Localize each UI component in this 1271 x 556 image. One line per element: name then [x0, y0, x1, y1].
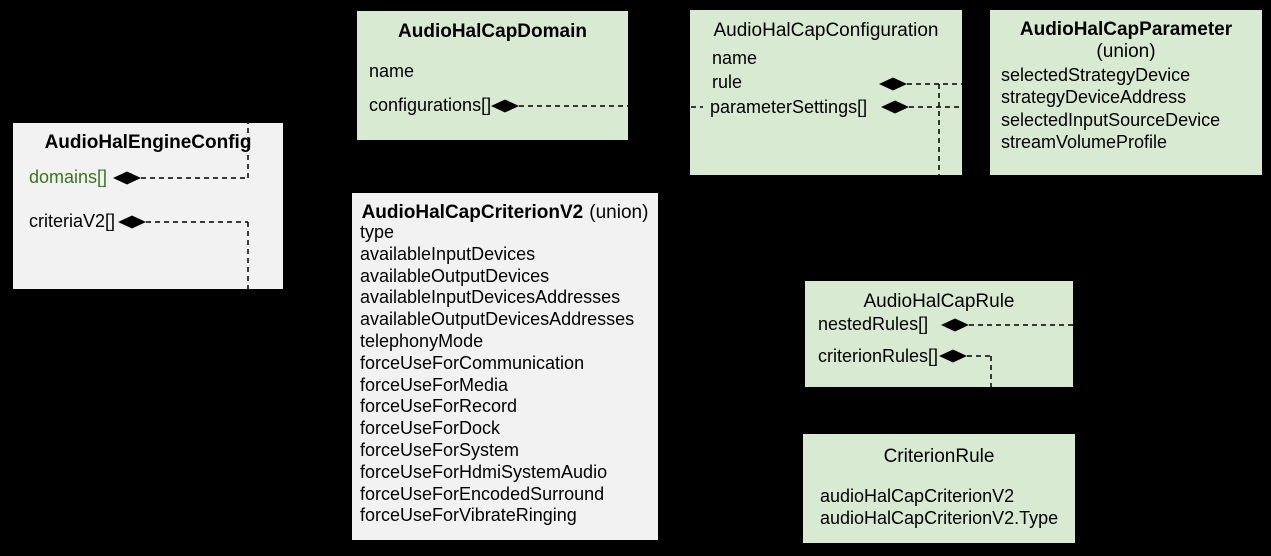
- cap-parameter-subtitle: (union): [1096, 41, 1156, 62]
- field-domains: domains[]: [29, 167, 108, 187]
- field-parameter-settings: parameterSettings[]: [710, 97, 868, 117]
- box-audio-hal-cap-configuration: AudioHalCapConfiguration name rule param…: [690, 10, 962, 175]
- cap-domain-title: AudioHalCapDomain: [398, 21, 587, 42]
- field-rule: rule: [712, 72, 743, 92]
- field-available-output-devices: availableOutputDevices: [360, 265, 550, 286]
- field-available-input-devices: availableInputDevices: [360, 243, 536, 264]
- criterion-rule-title: CriterionRule: [883, 446, 995, 467]
- field-force-use-for-communication: forceUseForCommunication: [360, 352, 585, 373]
- cap-parameter-field-list: selectedStrategyDevice strategyDeviceAdd…: [1001, 64, 1220, 154]
- cap-criterion-v2-field-list: type availableInputDevices availableOutp…: [360, 222, 634, 527]
- box-audio-hal-engine-config: AudioHalEngineConfig domains[] criteriaV…: [13, 123, 283, 289]
- field-force-use-for-record: forceUseForRecord: [360, 396, 518, 417]
- field-name: name: [369, 61, 415, 81]
- field-type: type: [360, 222, 395, 242]
- criterion-rule-field-list: audioHalCapCriterionV2 audioHalCapCriter…: [820, 485, 1058, 530]
- box-audio-hal-cap-criterion-v2: AudioHalCapCriterionV2(union) type avail…: [352, 193, 658, 540]
- box-audio-hal-cap-rule: AudioHalCapRule nestedRules[] criterionR…: [805, 281, 1073, 387]
- field-force-use-for-hdmi-system-audio: forceUseForHdmiSystemAudio: [360, 461, 608, 482]
- field-force-use-for-system: forceUseForSystem: [360, 439, 520, 460]
- cap-criterion-v2-title: AudioHalCapCriterionV2(union): [352, 202, 658, 224]
- engine-config-title: AudioHalEngineConfig: [44, 132, 252, 153]
- field-available-input-devices-addresses: availableInputDevicesAddresses: [360, 287, 621, 308]
- field-selected-input-source-device: selectedInputSourceDevice: [1001, 109, 1221, 130]
- field-criterion-rules: criterionRules[]: [818, 346, 939, 366]
- cap-criterion-v2-title-name: AudioHalCapCriterionV2: [361, 202, 584, 223]
- field-force-use-for-encoded-surround: forceUseForEncodedSurround: [360, 483, 605, 504]
- box-audio-hal-cap-domain: AudioHalCapDomain name configurations[]: [357, 11, 628, 140]
- field-available-output-devices-addresses: availableOutputDevicesAddresses: [360, 309, 635, 330]
- field-criteria-v2: criteriaV2[]: [29, 211, 116, 231]
- field-selected-strategy-device: selectedStrategyDevice: [1001, 65, 1191, 85]
- box-criterion-rule: CriterionRule audioHalCapCriterionV2 aud…: [803, 434, 1075, 543]
- cap-criterion-v2-title-union: (union): [589, 202, 649, 223]
- field-configurations: configurations[]: [369, 95, 492, 115]
- cap-configuration-title: AudioHalCapConfiguration: [713, 20, 939, 41]
- cap-parameter-title: AudioHalCapParameter: [1019, 19, 1233, 40]
- field-audio-hal-cap-criterion-v2: audioHalCapCriterionV2: [820, 486, 1015, 506]
- field-strategy-device-address: strategyDeviceAddress: [1001, 87, 1187, 108]
- field-force-use-for-dock: forceUseForDock: [360, 418, 501, 439]
- field-force-use-for-media: forceUseForMedia: [360, 374, 509, 395]
- field-name: name: [712, 48, 758, 68]
- field-telephony-mode: telephonyMode: [360, 330, 484, 351]
- field-nested-rules: nestedRules[]: [818, 314, 929, 334]
- field-stream-volume-profile: streamVolumeProfile: [1001, 132, 1168, 153]
- cap-rule-title: AudioHalCapRule: [863, 291, 1015, 312]
- field-audio-hal-cap-criterion-v2-type: audioHalCapCriterionV2.Type: [820, 508, 1059, 529]
- field-force-use-for-vibrate-ringing: forceUseForVibrateRinging: [360, 505, 577, 526]
- box-audio-hal-cap-parameter: AudioHalCapParameter (union) selectedStr…: [990, 10, 1262, 175]
